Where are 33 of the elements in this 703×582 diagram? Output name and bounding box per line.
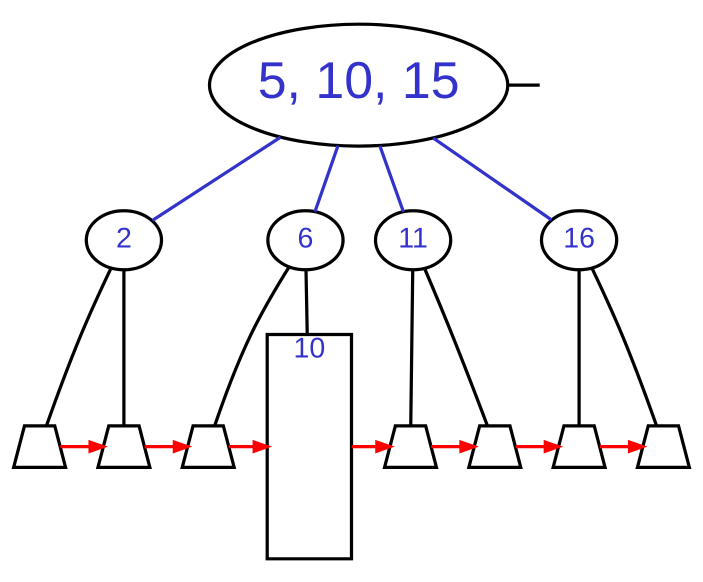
arrow — [431, 439, 479, 453]
connector — [577, 269, 581, 426]
connector — [590, 266, 658, 426]
node-box: 10 — [266, 332, 354, 560]
connector — [423, 267, 489, 426]
node-trapezium — [382, 424, 439, 468]
arrow — [600, 439, 648, 453]
node-trapezium — [551, 424, 608, 468]
node-trapezium — [96, 424, 152, 468]
node-trapezium — [466, 424, 523, 468]
connector — [152, 135, 282, 222]
connector — [313, 144, 340, 212]
node-ellipse: 6 — [266, 208, 345, 271]
connector — [409, 269, 414, 426]
node-trapezium — [635, 424, 692, 468]
arrow — [144, 439, 192, 453]
arrow — [60, 439, 108, 453]
connector — [508, 83, 540, 86]
connector — [304, 269, 309, 334]
connector — [378, 144, 405, 212]
connector — [45, 266, 112, 426]
arrow — [516, 439, 564, 453]
arrow — [352, 439, 395, 453]
arrow — [228, 439, 272, 453]
node-trapezium — [12, 424, 68, 468]
node-ellipse: 2 — [84, 208, 164, 271]
node-ellipse: 5, 10, 15 — [208, 22, 510, 148]
node-ellipse: 16 — [540, 208, 618, 271]
connector — [213, 266, 290, 426]
connector — [122, 269, 126, 426]
node-trapezium — [180, 424, 236, 468]
connector — [432, 136, 552, 221]
node-ellipse: 11 — [374, 208, 452, 271]
